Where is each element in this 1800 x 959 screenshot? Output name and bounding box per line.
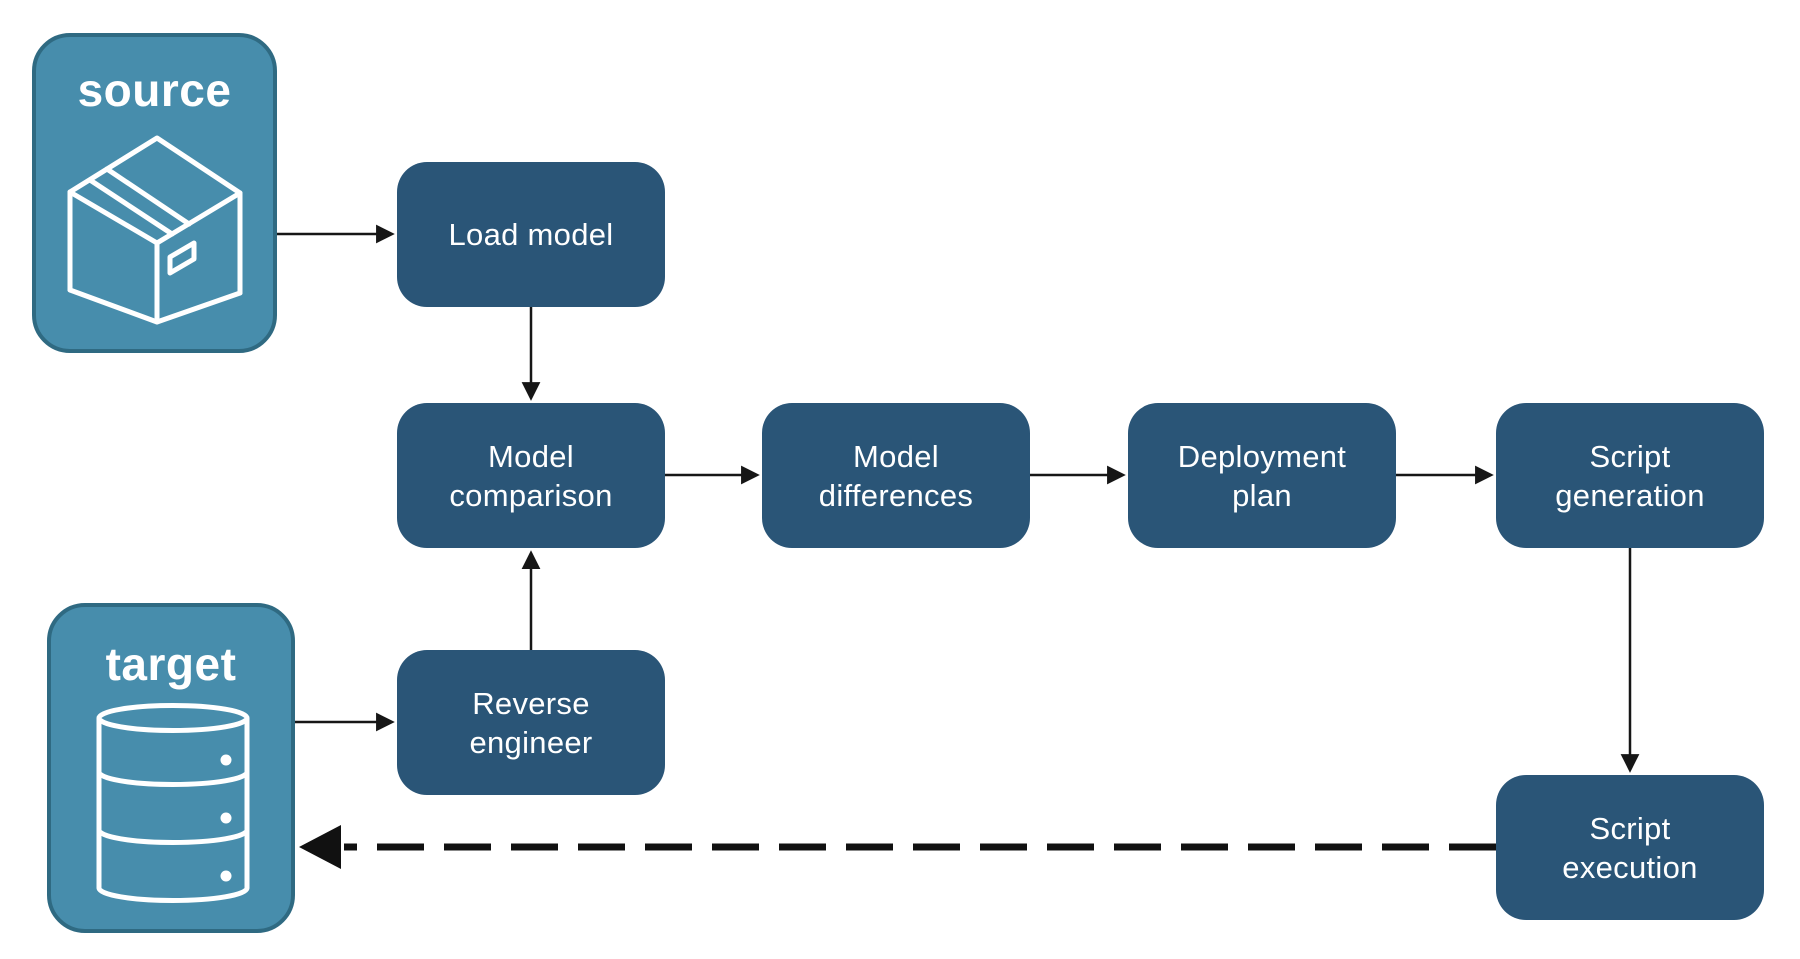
node-label-line: Model: [853, 438, 939, 474]
node-label-line: Script: [1589, 810, 1671, 846]
node-load-model: Load model: [397, 162, 665, 307]
node-script-generation: Script generation: [1496, 403, 1764, 548]
package-icon: [67, 135, 243, 325]
node-label-line: Script: [1589, 438, 1671, 474]
dashed-arrowhead: [299, 825, 341, 869]
target-label: target: [105, 638, 237, 690]
node-reverse-engineer: Reverse engineer: [397, 650, 665, 795]
database-icon: [96, 703, 250, 903]
node-label-line: execution: [1562, 849, 1698, 885]
node-label-line: differences: [818, 477, 974, 513]
node-label-line: engineer: [469, 724, 593, 760]
node-label-line: plan: [1232, 477, 1292, 513]
node-label-line: generation: [1555, 477, 1705, 513]
node-deployment-plan: Deployment plan: [1128, 403, 1396, 548]
node-label-line: Model: [488, 438, 574, 474]
node-label-line: comparison: [449, 477, 613, 513]
node-target: target: [47, 603, 295, 933]
node-model-comparison: Model comparison: [397, 403, 665, 548]
node-model-differences: Model differences: [762, 403, 1030, 548]
node-label-line: Load model: [448, 217, 614, 252]
source-label: source: [77, 64, 232, 116]
node-label-line: Reverse: [472, 685, 590, 721]
node-label-line: Deployment: [1177, 438, 1347, 474]
node-source: source: [32, 33, 277, 353]
node-script-execution: Script execution: [1496, 775, 1764, 920]
